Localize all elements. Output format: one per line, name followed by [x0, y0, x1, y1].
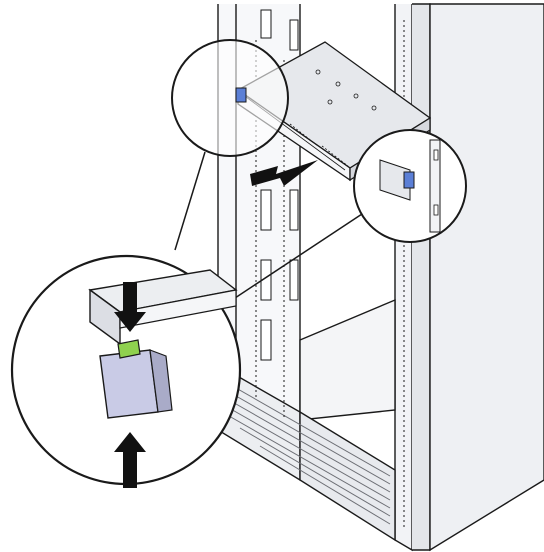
detail-circle-front-latch	[171, 39, 289, 157]
rack-vent-slots	[221, 379, 391, 525]
callout-lines	[174, 151, 363, 301]
detail-circle-release-button	[10, 254, 242, 486]
detail-circle-rail-latch	[353, 129, 467, 243]
push-down-arrow-icon	[114, 282, 146, 332]
push-up-arrow-icon	[114, 432, 146, 488]
pull-out-arrow-icon	[250, 160, 318, 186]
rack-post-holes-left	[260, 9, 299, 361]
